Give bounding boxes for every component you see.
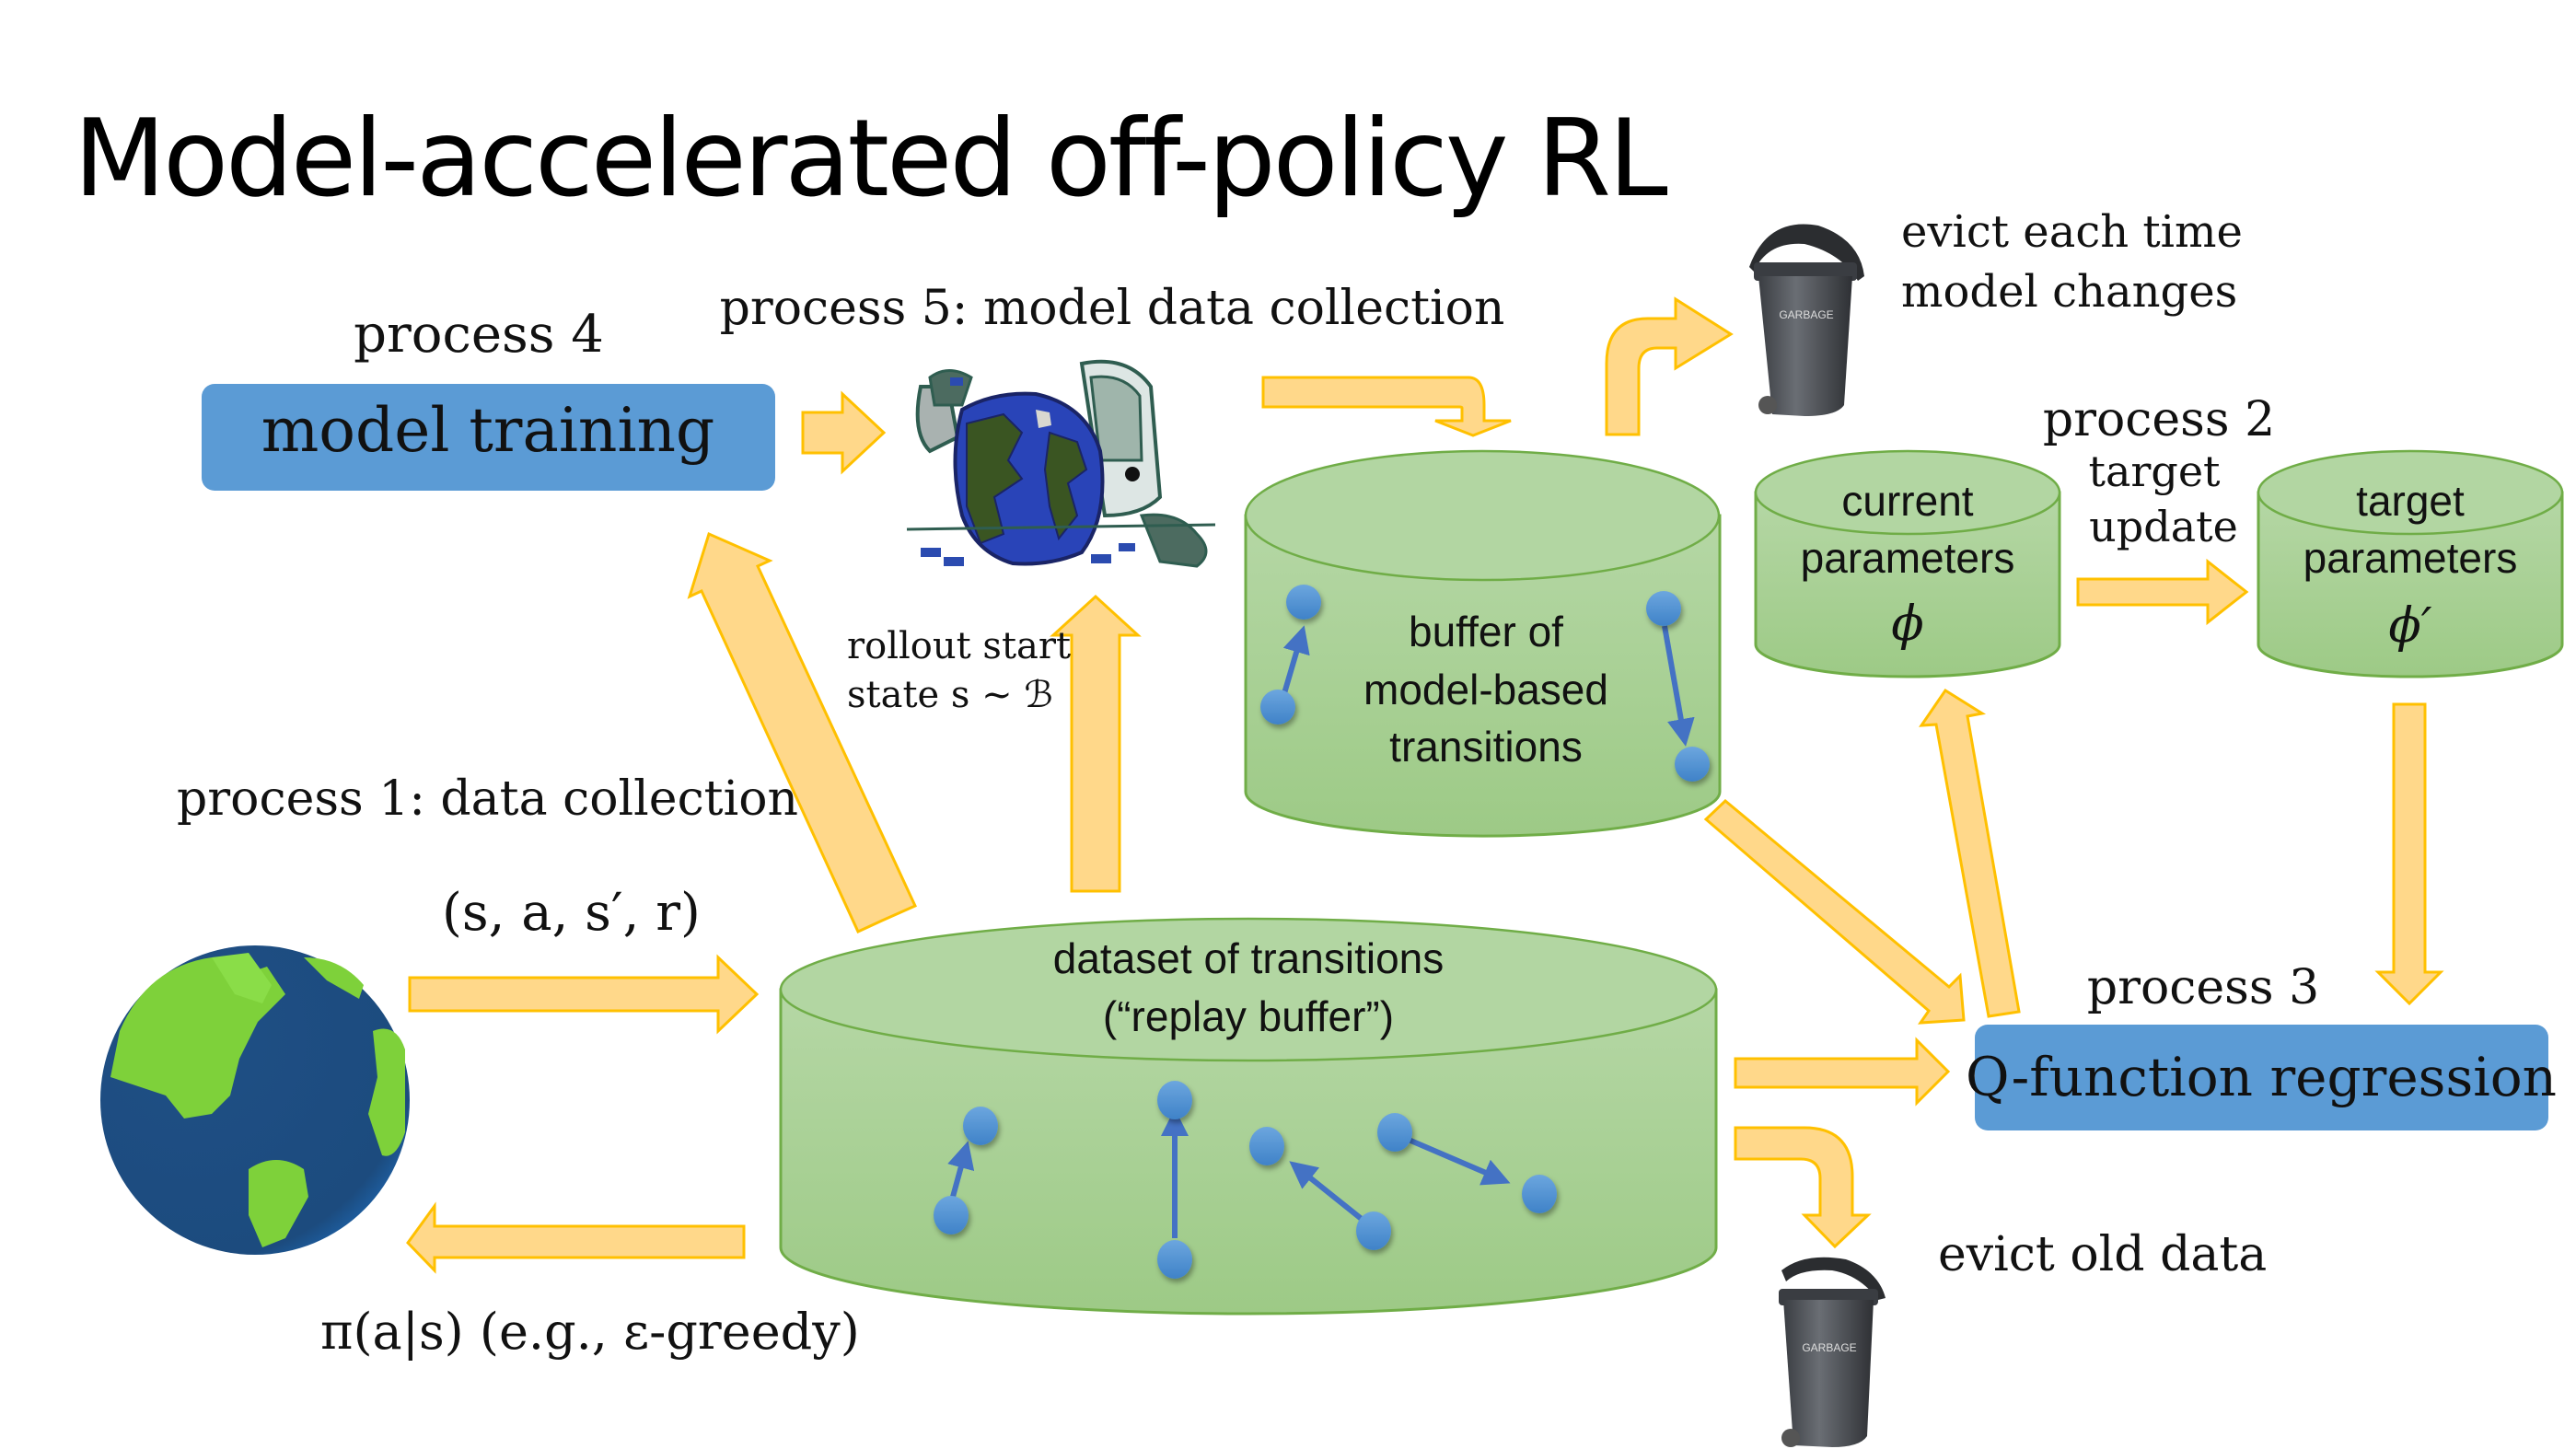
- process4-label: process 4: [354, 305, 604, 365]
- q-function-label: Q-function regression: [1966, 1046, 2557, 1108]
- model-training-label: model training: [261, 395, 715, 466]
- garbage-label: GARBAGE: [1802, 1341, 1856, 1354]
- arrow-replay-to-earth: [406, 1201, 746, 1274]
- target-params-symbol: ϕ′: [2388, 598, 2431, 654]
- state-dot: [1157, 1081, 1192, 1119]
- state-dot: [1260, 690, 1295, 724]
- target-params-line2: parameters: [2303, 534, 2518, 582]
- model-buffer-line2: model-based: [1363, 666, 1608, 713]
- transition-tuple: (s, a, s′, r): [442, 883, 701, 943]
- evict-model-line1: evict each time: [1901, 206, 2243, 258]
- arrow-model-buffer-to-q: [1703, 798, 1966, 1025]
- state-dot: [1675, 747, 1710, 782]
- transition-arrow: [1407, 1137, 1511, 1186]
- transition-arrow: [1662, 625, 1695, 747]
- state-dot: [934, 1196, 969, 1235]
- model-transitions: [1260, 585, 1710, 782]
- model-based-buffer[interactable]: buffer of model-based transitions: [1244, 449, 1722, 838]
- garbage-can-old-data-icon: GARBAGE: [1779, 1257, 1886, 1447]
- replay-transitions: [934, 1081, 1557, 1279]
- arrow-earth-to-replay: [408, 954, 760, 1035]
- arrow-training-to-rollout: [801, 390, 887, 475]
- policy-label: π(a|s) (e.g., ε-greedy): [320, 1303, 860, 1361]
- q-function-box[interactable]: [1975, 1025, 2548, 1130]
- replay-buffer[interactable]: dataset of transitions (“replay buffer”): [779, 917, 1718, 1316]
- arrow-target-to-q: [2374, 702, 2444, 1006]
- state-dot: [1286, 585, 1321, 620]
- state-dot: [1522, 1175, 1557, 1213]
- process2-label: process 2: [2043, 392, 2275, 447]
- arrow-model-buffer-to-evict: [1605, 296, 1734, 436]
- target-update-line2: update: [2089, 502, 2238, 551]
- state-dot: [1157, 1240, 1192, 1279]
- arrow-q-to-current-params: [1919, 688, 2021, 1018]
- target-update-line1: target: [2088, 446, 2221, 496]
- process3-label: process 3: [2087, 960, 2319, 1015]
- process1-label: process 1: data collection: [177, 771, 798, 827]
- garbage-label: GARBAGE: [1779, 308, 1833, 321]
- robot-rollout-icon: [906, 359, 1216, 568]
- page-title: Model-accelerated off-policy RL: [74, 97, 1667, 221]
- evict-old-label: evict old data: [1938, 1227, 2267, 1282]
- arrow-current-to-target: [2076, 558, 2249, 626]
- arrow-replay-to-evict-old: [1734, 1126, 1872, 1249]
- environment-earth-icon: [100, 945, 410, 1255]
- model-buffer-line3: transitions: [1389, 723, 1583, 771]
- target-params-line1: target: [2356, 477, 2465, 525]
- model-training-box[interactable]: [202, 384, 775, 491]
- state-dot: [963, 1107, 998, 1145]
- transition-arrow: [1280, 625, 1310, 701]
- arrow-replay-to-q: [1734, 1037, 1951, 1107]
- current-params-symbol: ϕ: [1891, 597, 1923, 652]
- state-dot: [1356, 1211, 1391, 1250]
- replay-buffer-line2: (“replay buffer”): [1103, 992, 1394, 1040]
- state-dot: [1377, 1113, 1412, 1152]
- state-dot: [1249, 1127, 1284, 1165]
- arrow-rollout-to-model-buffer: [1261, 376, 1512, 437]
- garbage-can-model-icon: GARBAGE: [1749, 224, 1864, 416]
- process5-label: process 5: model data collection: [720, 281, 1505, 336]
- current-params-line1: current: [1841, 477, 1973, 525]
- current-params-line2: parameters: [1801, 534, 2015, 582]
- transition-arrow: [947, 1141, 975, 1198]
- rollout-line1: rollout start: [847, 625, 1071, 667]
- current-parameters[interactable]: current parameters ϕ: [1754, 449, 2061, 678]
- rollout-line2: state s ~ ℬ: [847, 674, 1053, 716]
- model-buffer-line1: buffer of: [1409, 608, 1563, 655]
- transition-arrow: [1289, 1161, 1364, 1223]
- replay-buffer-line1: dataset of transitions: [1053, 934, 1444, 982]
- target-parameters[interactable]: target parameters ϕ′: [2257, 449, 2564, 678]
- state-dot: [1646, 591, 1681, 626]
- arrow-replay-to-training: [687, 531, 918, 933]
- arrow-replay-to-rollout: [1050, 594, 1142, 893]
- evict-model-line2: model changes: [1901, 266, 2237, 318]
